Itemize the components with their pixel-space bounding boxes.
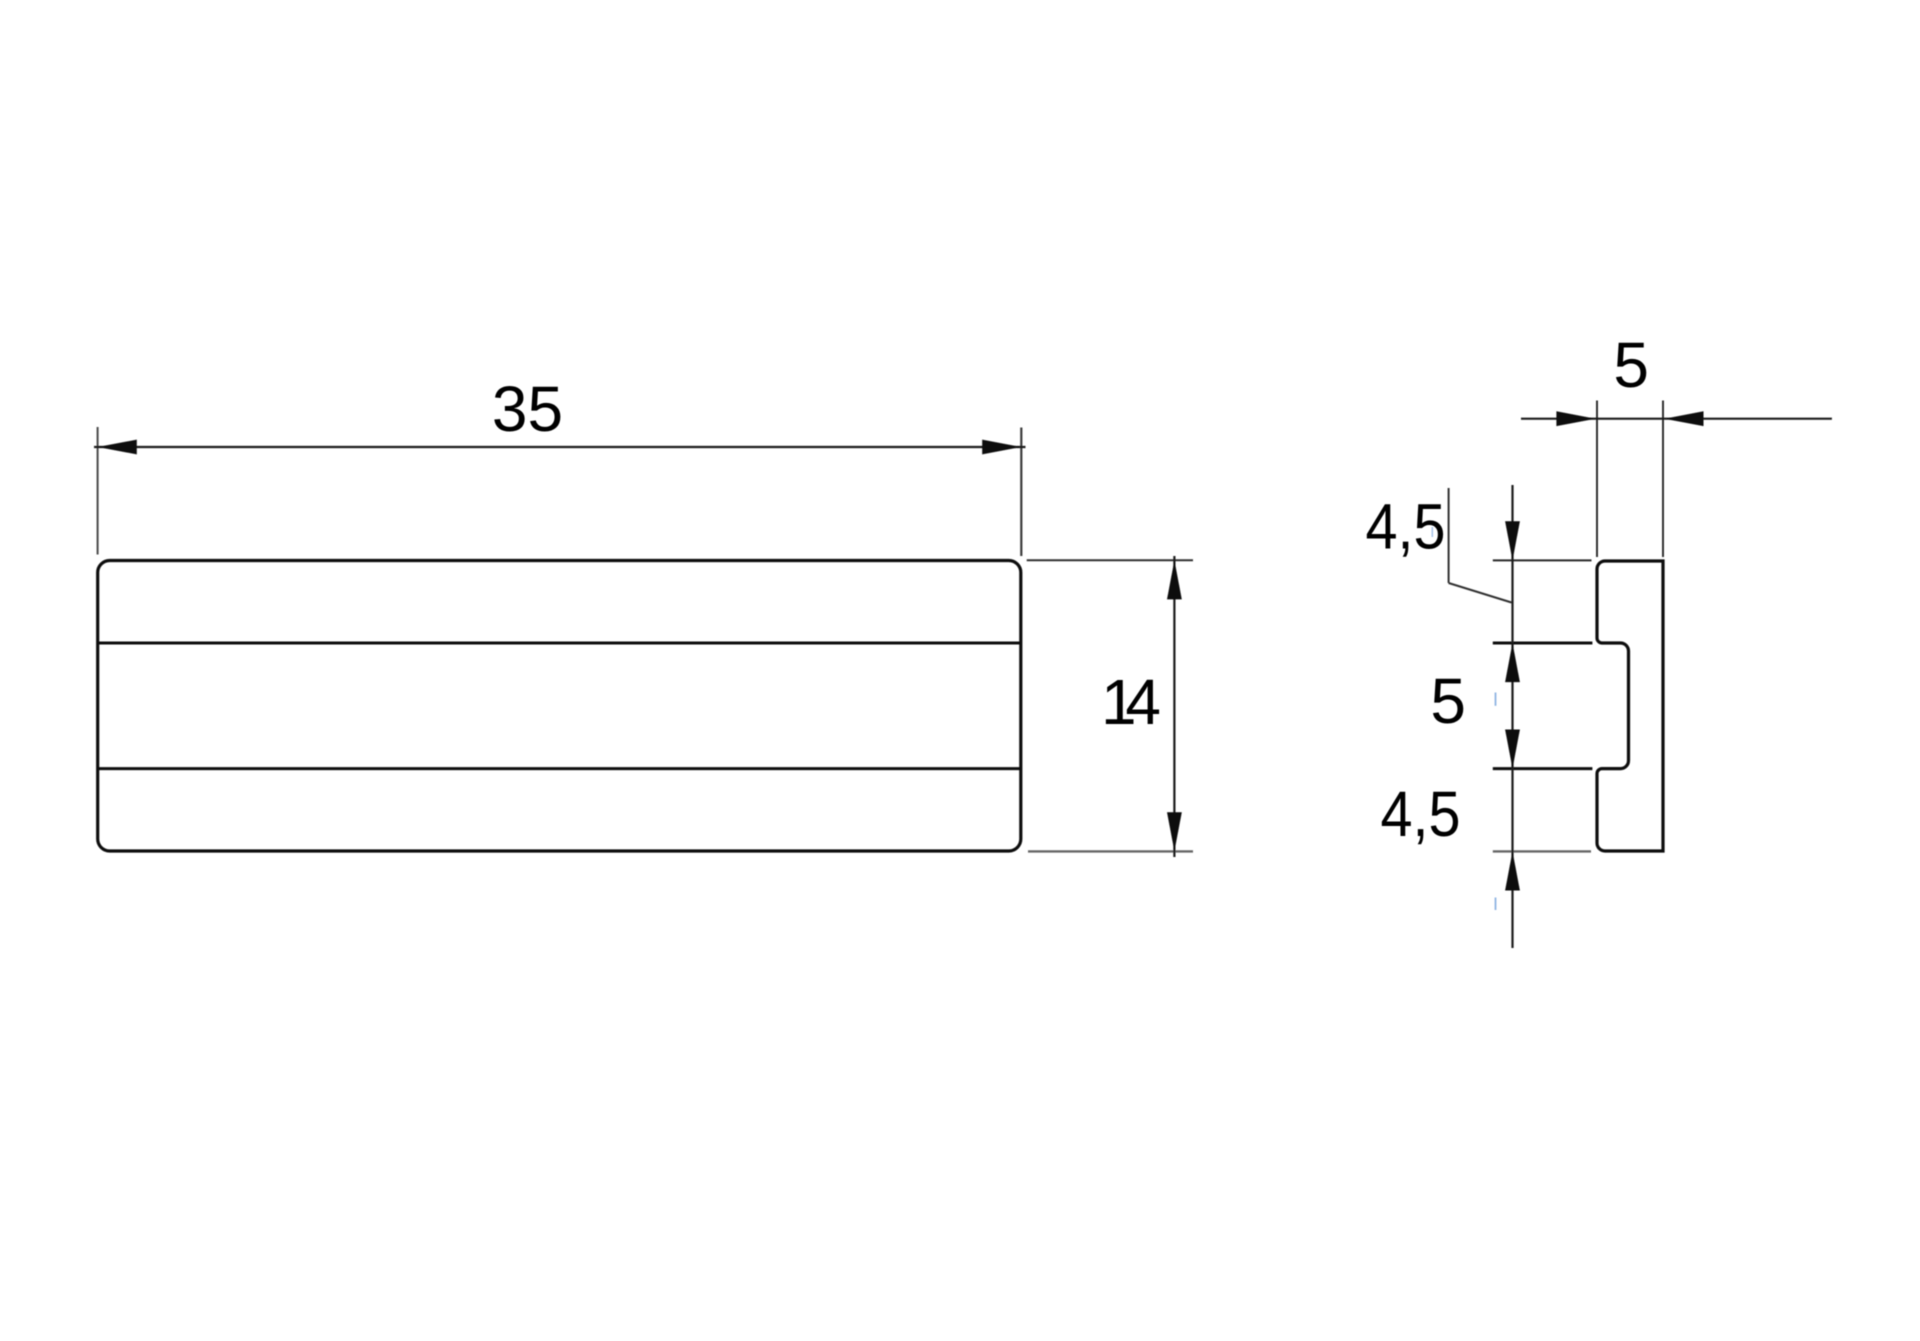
svg-text:4,5: 4,5 [1366,491,1446,563]
svg-text:14: 14 [1101,666,1161,738]
svg-text:5: 5 [1430,665,1466,737]
svg-text:5: 5 [1613,329,1649,401]
svg-text:35: 35 [492,373,563,445]
svg-text:4,5: 4,5 [1381,778,1461,850]
